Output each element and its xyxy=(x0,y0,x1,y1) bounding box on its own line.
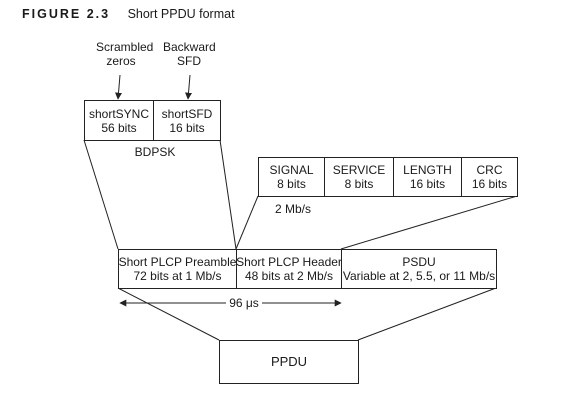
signal-field: SIGNAL 8 bits xyxy=(258,157,325,197)
scrambled-line-1: Scrambled xyxy=(96,40,154,54)
preamble-right-expand xyxy=(219,139,237,250)
crc-size: 16 bits xyxy=(471,177,508,191)
signal-name: SIGNAL xyxy=(269,163,314,177)
backward-line-2: SFD xyxy=(177,54,201,68)
shortsync-size: 56 bits xyxy=(101,120,137,135)
crc-name: CRC xyxy=(476,163,503,177)
header-name: Short PLCP Header xyxy=(236,255,342,269)
short-plcp-header: Short PLCP Header 48 bits at 2 Mb/s xyxy=(236,249,342,289)
service-name: SERVICE xyxy=(332,163,386,177)
figure-label: FIGURE 2.3 xyxy=(22,7,111,21)
shortsfd-name: shortSFD xyxy=(161,106,213,121)
header-detail: 48 bits at 2 Mb/s xyxy=(244,269,334,283)
preamble-name: Short PLCP Preamble xyxy=(118,255,237,269)
short-plcp-preamble: Short PLCP Preamble 72 bits at 1 Mb/s xyxy=(118,249,237,289)
length-size: 16 bits xyxy=(409,177,446,191)
ppdu-box: PPDU xyxy=(219,340,359,384)
psdu: PSDU Variable at 2, 5.5, or 11 Mb/s xyxy=(341,249,497,289)
signal-size: 8 bits xyxy=(277,177,306,191)
header-right-expand xyxy=(340,195,518,250)
shortsfd-field: shortSFD 16 bits xyxy=(153,100,221,141)
figure-title: FIGURE 2.3 Short PPDU format xyxy=(22,7,235,21)
backward-sfd-note: Backward SFD xyxy=(163,40,216,68)
crc-field: CRC 16 bits xyxy=(461,157,518,197)
psdu-name: PSDU xyxy=(402,255,436,269)
service-field: SERVICE 8 bits xyxy=(324,157,394,197)
header-rate-label: 2 Mb/s xyxy=(274,202,311,216)
service-size: 8 bits xyxy=(344,177,374,191)
figure-caption: Short PPDU format xyxy=(127,7,235,21)
backward-arrow xyxy=(185,74,193,100)
scrambled-zeros-note: Scrambled zeros xyxy=(96,40,154,68)
scrambled-arrow xyxy=(115,74,123,100)
ppdu-label: PPDU xyxy=(270,354,308,369)
shortsfd-size: 16 bits xyxy=(169,120,205,135)
length-name: LENGTH xyxy=(403,163,452,177)
ppdu-right-converge xyxy=(357,287,497,341)
duration-label: 96 μs xyxy=(229,296,259,310)
scrambled-line-2: zeros xyxy=(106,54,136,68)
backward-line-1: Backward xyxy=(163,40,216,54)
preamble-left-expand xyxy=(83,139,119,250)
ppdu-left-converge xyxy=(117,287,220,341)
header-left-expand xyxy=(235,195,259,250)
psdu-detail: Variable at 2, 5.5, or 11 Mb/s xyxy=(342,269,496,283)
bdpsk-label: BDPSK xyxy=(134,145,176,159)
shortsync-field: shortSYNC 56 bits xyxy=(84,100,154,141)
length-field: LENGTH 16 bits xyxy=(393,157,462,197)
preamble-detail: 72 bits at 1 Mb/s xyxy=(133,269,222,283)
shortsync-name: shortSYNC xyxy=(88,106,150,121)
